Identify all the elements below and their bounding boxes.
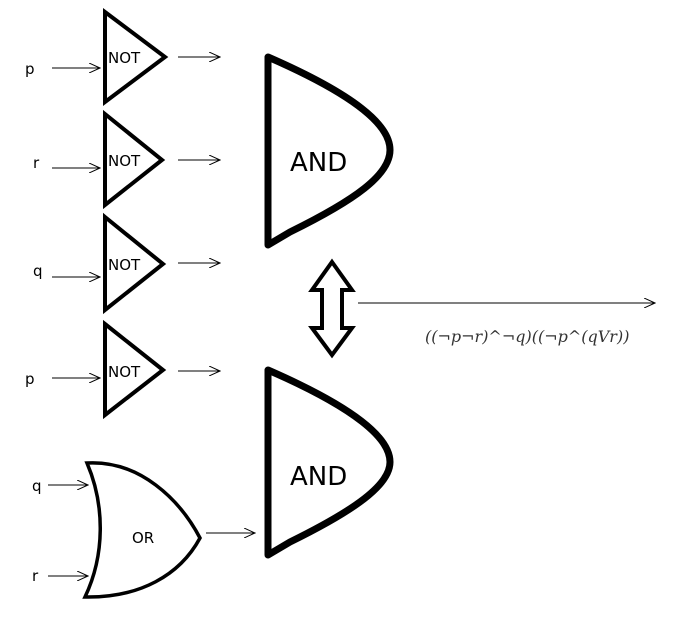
not-gate-3 xyxy=(103,212,167,315)
and-gate-1-label: AND xyxy=(290,148,347,178)
and-gate-1 xyxy=(264,53,394,249)
not-gate-3-label: NOT xyxy=(108,256,141,274)
or-input-label-r: r xyxy=(32,567,39,585)
or-gate-label: OR xyxy=(132,529,154,547)
not-gate-2 xyxy=(103,109,166,210)
not-gate-1 xyxy=(103,8,169,106)
result-formula: ((¬p¬r)^¬q)((¬p^(qVr)) xyxy=(425,327,629,346)
input-label-r: r xyxy=(33,154,40,172)
not-gate-1-label: NOT xyxy=(108,49,141,67)
not-gate-2-label: NOT xyxy=(108,152,141,170)
not-gate-4 xyxy=(103,319,167,420)
or-input-label-q: q xyxy=(32,477,42,495)
equivalence-double-arrow-icon xyxy=(308,258,356,359)
or-gate xyxy=(82,461,202,599)
input-label-p: p xyxy=(25,60,35,78)
and-gate-2-label: AND xyxy=(290,462,347,492)
not-gate-4-label: NOT xyxy=(108,363,141,381)
input-label-q: q xyxy=(33,262,43,280)
input-label-p-2: p xyxy=(25,370,35,388)
and-gate-2 xyxy=(264,366,394,559)
